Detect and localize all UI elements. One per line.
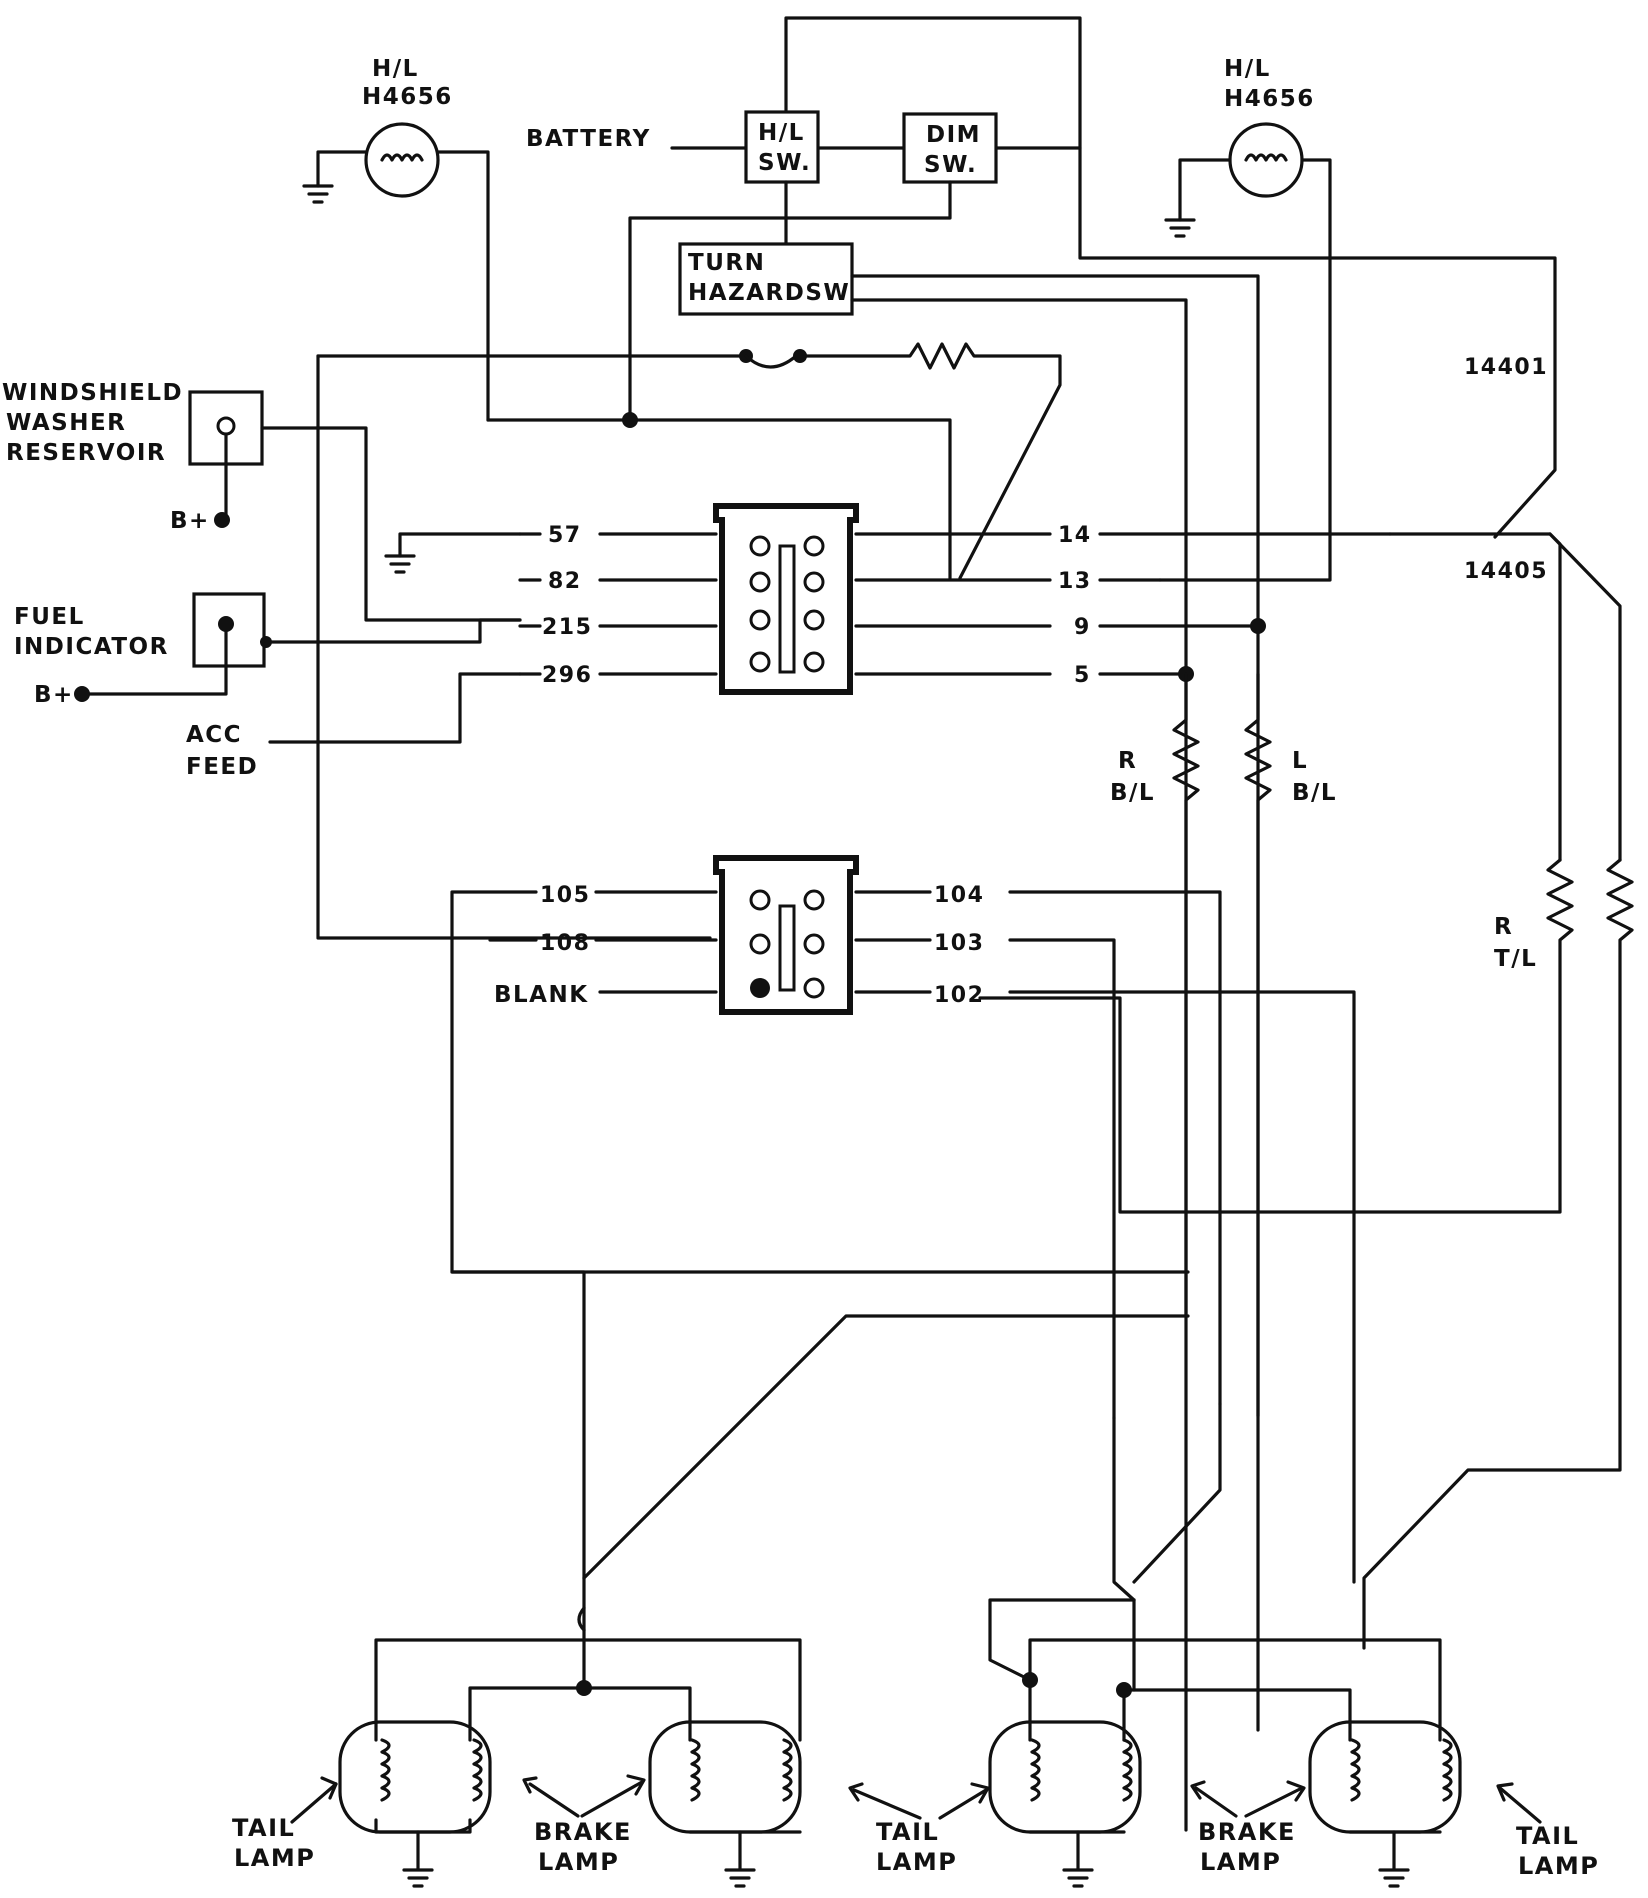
dim-switch — [902, 112, 998, 184]
lamp-tail-center — [988, 1720, 1142, 1834]
washer-label-2: WASHER — [6, 410, 126, 436]
upper-right-pin-4: 5 — [1074, 663, 1091, 688]
bulb-14405-label: 14405 — [1464, 559, 1548, 584]
fuel-bplus-label: B+ — [34, 682, 74, 708]
washer-bplus-label: B+ — [170, 508, 210, 534]
lower-left-pin-1: 105 — [540, 883, 590, 908]
hl-switch-label-2: SW. — [758, 150, 811, 176]
tail-lamp-center-label-2: LAMP — [876, 1848, 957, 1876]
brake-lamp-right-label-1: BRAKE — [1198, 1818, 1296, 1846]
hl-switch-label-1: H/L — [758, 120, 805, 146]
headlamp-right-label-1: H/L — [1224, 56, 1271, 82]
tail-lamp-right-label-1: TAIL — [1516, 1822, 1579, 1850]
upper-right-pin-1: 14 — [1058, 523, 1092, 548]
turn-hazard-label-2: HAZARDSW — [688, 280, 850, 306]
headlamp-right — [1158, 122, 1332, 582]
l-bl-label-1: L — [1292, 748, 1308, 774]
fuel-label-2: INDICATOR — [14, 634, 169, 660]
upper-left-pin-3: 215 — [542, 615, 592, 640]
turn-hazard-switch — [678, 242, 854, 316]
lamp-brake-left — [648, 1720, 802, 1834]
upper-right-pin-3: 9 — [1074, 615, 1091, 640]
upper-left-pin-4: 296 — [542, 663, 592, 688]
headlamp-right-label-2: H4656 — [1224, 86, 1315, 112]
battery-label: BATTERY — [526, 126, 651, 152]
brake-lamp-left-label-2: LAMP — [538, 1848, 619, 1876]
dim-switch-label-2: SW. — [924, 152, 977, 178]
bulb-14401-label: 14401 — [1464, 355, 1548, 380]
r-bl-label-2: B/L — [1110, 780, 1155, 806]
l-bl-label-2: B/L — [1292, 780, 1337, 806]
lower-left-pin-3: BLANK — [494, 982, 589, 1008]
headlamp-left — [302, 122, 490, 422]
tail-lamp-right-label-2: LAMP — [1518, 1852, 1599, 1880]
tail-lamp-left-label-2: LAMP — [234, 1844, 315, 1872]
r-tl-label-1: R — [1494, 914, 1513, 940]
washer-label-1: WINDSHIELD — [2, 380, 183, 406]
acc-label-1: ACC — [186, 722, 242, 748]
hl-switch — [744, 110, 820, 184]
turn-hazard-label-1: TURN — [688, 250, 765, 276]
fuel-indicator — [192, 592, 266, 668]
headlamp-left-label-1: H/L — [372, 56, 419, 82]
lower-right-pin-2: 103 — [934, 931, 984, 956]
upper-left-pin-2: 82 — [548, 569, 582, 594]
r-tl-label-2: T/L — [1494, 946, 1537, 972]
dim-switch-label-1: DIM — [926, 122, 981, 148]
brake-lamp-left-label-1: BRAKE — [534, 1818, 632, 1846]
lamp-brake-right — [1308, 1720, 1462, 1834]
upper-left-pin-1: 57 — [548, 523, 582, 548]
tail-lamp-center-label-1: TAIL — [876, 1818, 939, 1846]
acc-label-2: FEED — [186, 754, 258, 780]
connector-upper — [713, 503, 859, 695]
upper-right-pin-2: 13 — [1058, 569, 1092, 594]
washer-label-3: RESERVOIR — [6, 440, 166, 466]
lower-left-pin-2: 108 — [540, 931, 590, 956]
lower-right-pin-3: 102 — [934, 983, 984, 1008]
brake-lamp-right-label-2: LAMP — [1200, 1848, 1281, 1876]
connector-lower — [713, 855, 859, 1015]
headlamp-left-label-2: H4656 — [362, 84, 453, 110]
tail-lamp-left-label-1: TAIL — [232, 1814, 295, 1842]
r-bl-label-1: R — [1118, 748, 1137, 774]
lamp-tail-left — [338, 1720, 492, 1834]
lower-right-pin-1: 104 — [934, 883, 984, 908]
fuel-label-1: FUEL — [14, 604, 85, 630]
